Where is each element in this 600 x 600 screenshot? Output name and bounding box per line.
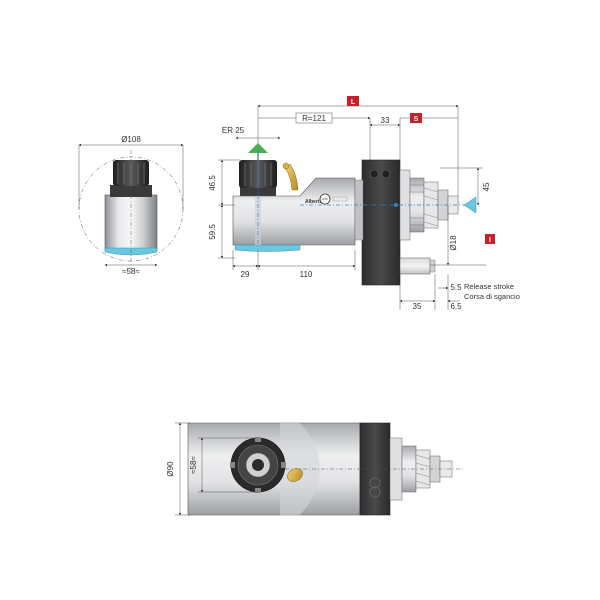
dim-45: 45 (482, 182, 491, 191)
dim-59-5: 59.5 (208, 224, 217, 240)
dim-er25: ER 25 (222, 126, 245, 135)
adapter-block (361, 159, 401, 286)
dim-35: 35 (413, 302, 422, 311)
left-arrow-icon (463, 196, 477, 214)
dim-dia108: Ø108 (121, 135, 141, 144)
dim-dia58-top: ≈58≈ (189, 456, 198, 474)
tag-S (410, 113, 422, 123)
vdi-shank (399, 257, 431, 275)
tag-L (347, 96, 359, 106)
dim-r121: R=121 (302, 114, 326, 123)
side-view: Ø108 ≈58≈ (78, 135, 184, 276)
note-release-it: Corsa di sgancio (464, 292, 520, 301)
dim-dia58-side: ≈58≈ (122, 267, 140, 276)
dim-5-5: 5.5 (450, 283, 462, 292)
dim-dia90: Ø90 (166, 461, 175, 477)
dim-29: 29 (241, 270, 250, 279)
brand-label: Alberti (305, 199, 321, 205)
dim-110: 110 (300, 270, 313, 279)
dim-6-5: 6.5 (450, 302, 462, 311)
front-view: L R=121 33 S ER 25 (208, 96, 520, 311)
tag-I (485, 234, 495, 244)
svg-text:I: I (489, 237, 491, 244)
svg-text:S: S (414, 116, 419, 123)
up-arrow-icon (248, 143, 268, 153)
svg-text:L: L (351, 99, 356, 106)
coolant-nozzle (284, 163, 299, 191)
dim-33: 33 (381, 116, 390, 125)
dim-46-5: 46.5 (208, 175, 217, 191)
top-view: Ø90 ≈58≈ (166, 422, 465, 516)
dim-dia18: Ø18 (449, 235, 458, 251)
note-release-en: Release stroke (464, 282, 514, 291)
